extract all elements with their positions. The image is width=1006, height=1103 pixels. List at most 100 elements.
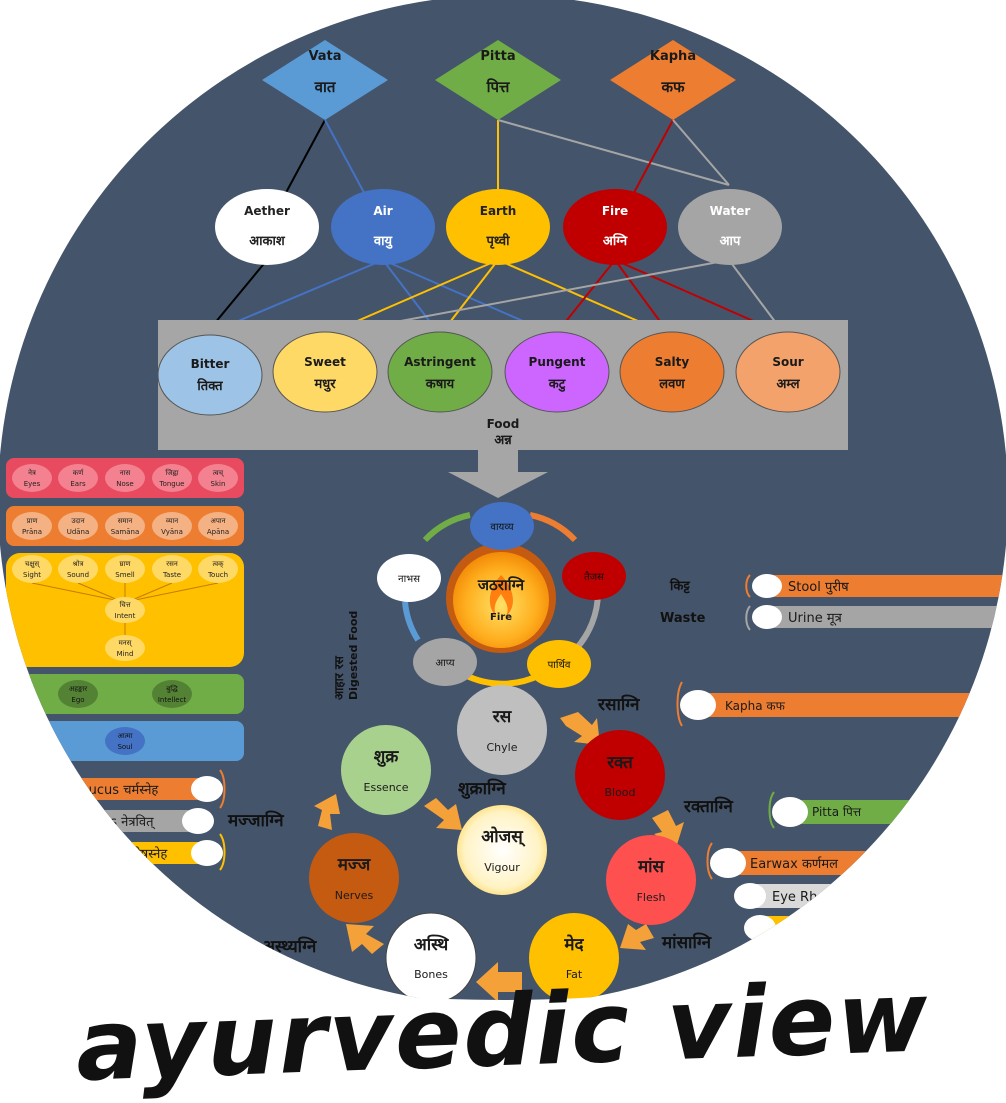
perception-hi: रसन — [166, 560, 178, 568]
element-fire-hi: अग्नि — [603, 233, 628, 249]
taste-bitter-hi: तिक्त — [196, 378, 223, 394]
element-earth-en: Earth — [480, 204, 517, 218]
arrow-shukra-ojas — [424, 798, 462, 830]
sense-hi: नास — [120, 469, 131, 477]
taste-sour-en: Sour — [772, 355, 803, 369]
prana-en: Samāna — [111, 528, 140, 536]
mala-left-eye-label: us नेत्रवित् — [102, 814, 156, 830]
dhatu-majja: मज्ज Nerves — [309, 833, 399, 923]
atma-node: आत्मा Soul — [105, 727, 145, 755]
taste-sweet-en: Sweet — [304, 355, 346, 369]
dosha-kapha-en: Kapha — [650, 49, 696, 64]
perception-en: Touch — [207, 571, 228, 579]
perception-en: Sound — [67, 571, 89, 579]
mala-left-mucus-label: mucus चर्मस्नेह — [76, 782, 159, 798]
prana-en: Udāna — [67, 528, 90, 536]
waste-urine-label: Urine मूत्र — [788, 611, 843, 626]
agni-shukra-label: शुक्राग्नि — [458, 778, 506, 799]
ego-node: अहङ्कार Ego — [58, 680, 98, 708]
dhatu-rasa-en: Chyle — [487, 741, 518, 754]
waste-label: Waste — [660, 611, 706, 626]
prana-hi: अपान — [210, 517, 225, 525]
vayavya-node: वायव्य — [470, 502, 534, 550]
ego-panel — [6, 674, 244, 714]
taste-sweet-hi: मधुर — [313, 377, 336, 392]
sense-en: Ears — [70, 480, 86, 488]
waste-stool: Stool पुरीष — [745, 574, 1006, 598]
taste-salty: Salty लवण — [619, 331, 725, 413]
dhatu-majja-hi: मज्ज — [337, 855, 372, 875]
agni-rasa-label: रसाग्नि — [597, 694, 640, 715]
taste-pungent-en: Pungent — [529, 355, 586, 369]
taste-pungent-hi: कटु — [548, 377, 566, 392]
waste-stool-label: Stool पुरीष — [788, 579, 849, 595]
taijasa-label: तैजस — [584, 571, 604, 583]
digested-hi: आहार रस — [332, 655, 346, 700]
mala-kapha-label: Kapha कफ — [725, 699, 786, 713]
dhatu-shukra: शुक्र Essence — [341, 725, 431, 815]
kitta-label: किट्ट — [669, 578, 690, 594]
element-aether-hi: आकाश — [249, 234, 286, 249]
dhatu-meda-hi: मेद — [563, 934, 584, 955]
prana-hi: प्राण — [27, 517, 39, 525]
mala-left-eye: us नेत्रवित् — [90, 808, 214, 834]
dosha-pitta-en: Pitta — [480, 49, 515, 64]
sense-hi: कर्ण — [73, 468, 84, 477]
sense-en: Eyes — [24, 480, 41, 488]
element-aether: Aether आकाश — [215, 189, 319, 265]
element-fire-en: Fire — [602, 204, 628, 218]
perception-en: Sight — [23, 571, 41, 579]
element-water: Water आप — [678, 189, 782, 265]
dhatu-shukra-en: Essence — [364, 781, 409, 794]
mala-partial — [744, 915, 815, 941]
chitta-en: Intent — [115, 612, 136, 620]
taste-astringent: Astringent कषाय — [387, 331, 493, 413]
arrow-asthi-majja — [346, 924, 384, 954]
dhatu-mamsa-en: Flesh — [637, 891, 666, 904]
food-label-hi: अन्न — [494, 433, 512, 448]
sense-en: Skin — [211, 480, 226, 488]
dhatu-rasa: रस Chyle — [457, 685, 547, 775]
parthiva-label: पार्थिव — [548, 659, 571, 671]
sense-hi: जिह्वा — [165, 468, 178, 477]
mala-left-sebum-label: रीषस्नेह — [132, 846, 168, 862]
dhatu-rasa-hi: रस — [492, 707, 513, 727]
parthiva-node: पार्थिव — [527, 640, 591, 688]
ego-en: Ego — [71, 696, 84, 704]
food-box — [158, 320, 848, 450]
taste-pungent: Pungent कटु — [504, 331, 610, 413]
apya-node: आप्य — [413, 638, 477, 686]
taste-bitter: Bitter तिक्त — [157, 334, 263, 416]
dosha-pitta: Pitta पित्त — [435, 40, 561, 120]
perception-hi: चक्षुस् — [25, 560, 40, 568]
mala-kapha: Kapha कफ — [676, 681, 1006, 727]
jatharagni-center — [453, 552, 549, 648]
perception-en: Smell — [115, 571, 135, 579]
dhatu-asthi-hi: अस्थि — [414, 934, 450, 955]
prana-en: Apāna — [207, 528, 229, 536]
digested-en: Digested Food — [347, 611, 360, 700]
chitta-hi: चित्त — [119, 600, 130, 609]
buddhi-en: Intellect — [158, 696, 187, 704]
dhatu-rakta: रक्त Blood — [575, 730, 665, 820]
dosha-kapha-hi: कफ — [660, 78, 686, 96]
element-water-en: Water — [710, 204, 751, 218]
atma-en: Soul — [117, 743, 132, 751]
mala-eye: Eye Rh — [734, 883, 850, 909]
arrow-rasa-rakta — [560, 712, 600, 745]
perception-hi: त्वक् — [212, 560, 224, 568]
buddhi-hi: बुद्धि — [166, 684, 178, 693]
chitta-node: चित्त Intent — [105, 597, 145, 623]
mala-pitta-label: Pitta पित्त — [812, 805, 862, 819]
prana-hi: समान — [118, 517, 133, 525]
flame-icon — [489, 575, 513, 616]
prana-en: Prāna — [22, 528, 42, 536]
prana-hi: व्यान — [166, 517, 178, 525]
dosha-kapha: Kapha कफ — [610, 40, 736, 120]
dhatu-ojas: ओजस् Vigour — [457, 805, 547, 895]
dhatu-rakta-hi: रक्त — [606, 753, 634, 773]
